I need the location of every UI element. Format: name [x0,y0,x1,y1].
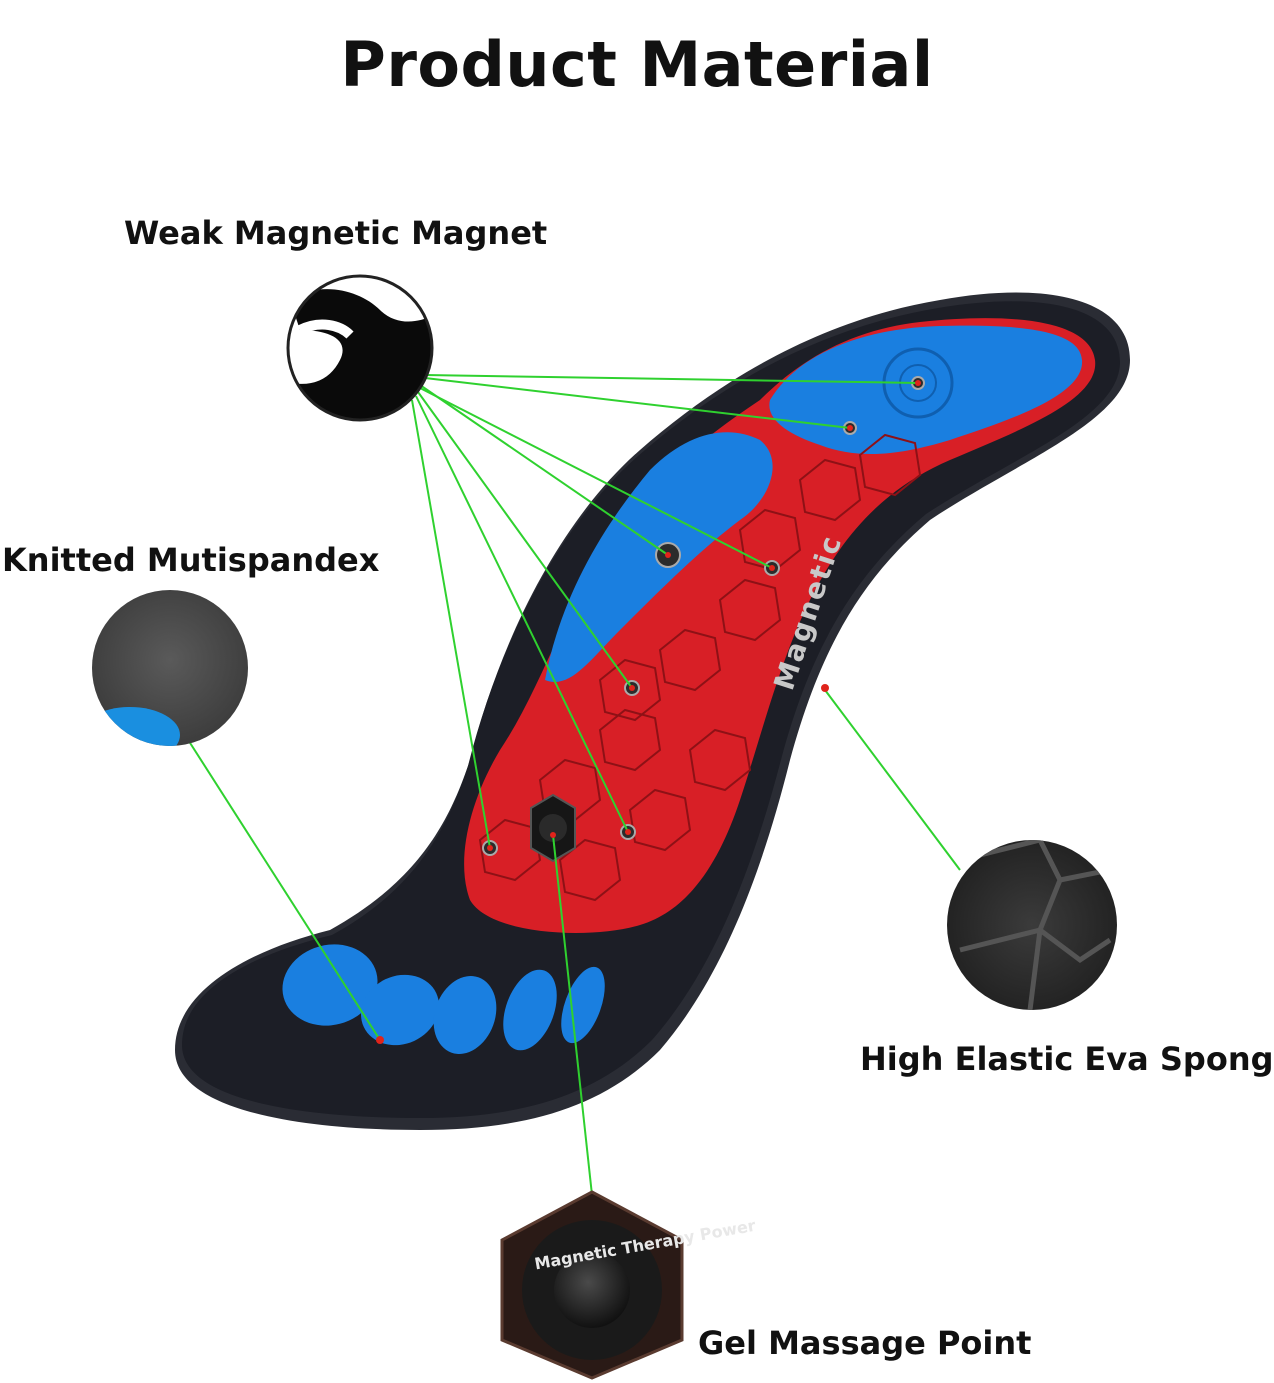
toe-pad-5 [561,966,605,1044]
pointer-lines [184,374,961,1196]
magnet-swatch [286,274,434,422]
label-weak-magnetic-magnet: Weak Magnetic Magnet [124,214,548,252]
label-knitted-mutispandex: Knitted Mutispandex [2,541,380,579]
toe-pads [282,944,605,1054]
page-title: Product Material [340,28,934,101]
toe-pad-1 [282,944,378,1026]
insole: Magnetic [175,292,1130,1130]
toe-pad-4 [503,969,557,1051]
insole-red-zone [464,318,1096,933]
toe-pad-3 [433,976,497,1054]
insole-gel-badge [530,793,576,863]
eva-swatch [947,840,1117,1010]
pointer-dots [376,380,921,1044]
knit-swatch [92,590,248,746]
toe-pad-2 [361,974,439,1046]
label-gel-massage-point: Gel Massage Point [698,1324,1032,1362]
gel-swatch: Magnetic Therapy Power [500,1190,757,1380]
label-high-elastic-eva-sponge: High Elastic Eva Sponge [860,1040,1274,1078]
